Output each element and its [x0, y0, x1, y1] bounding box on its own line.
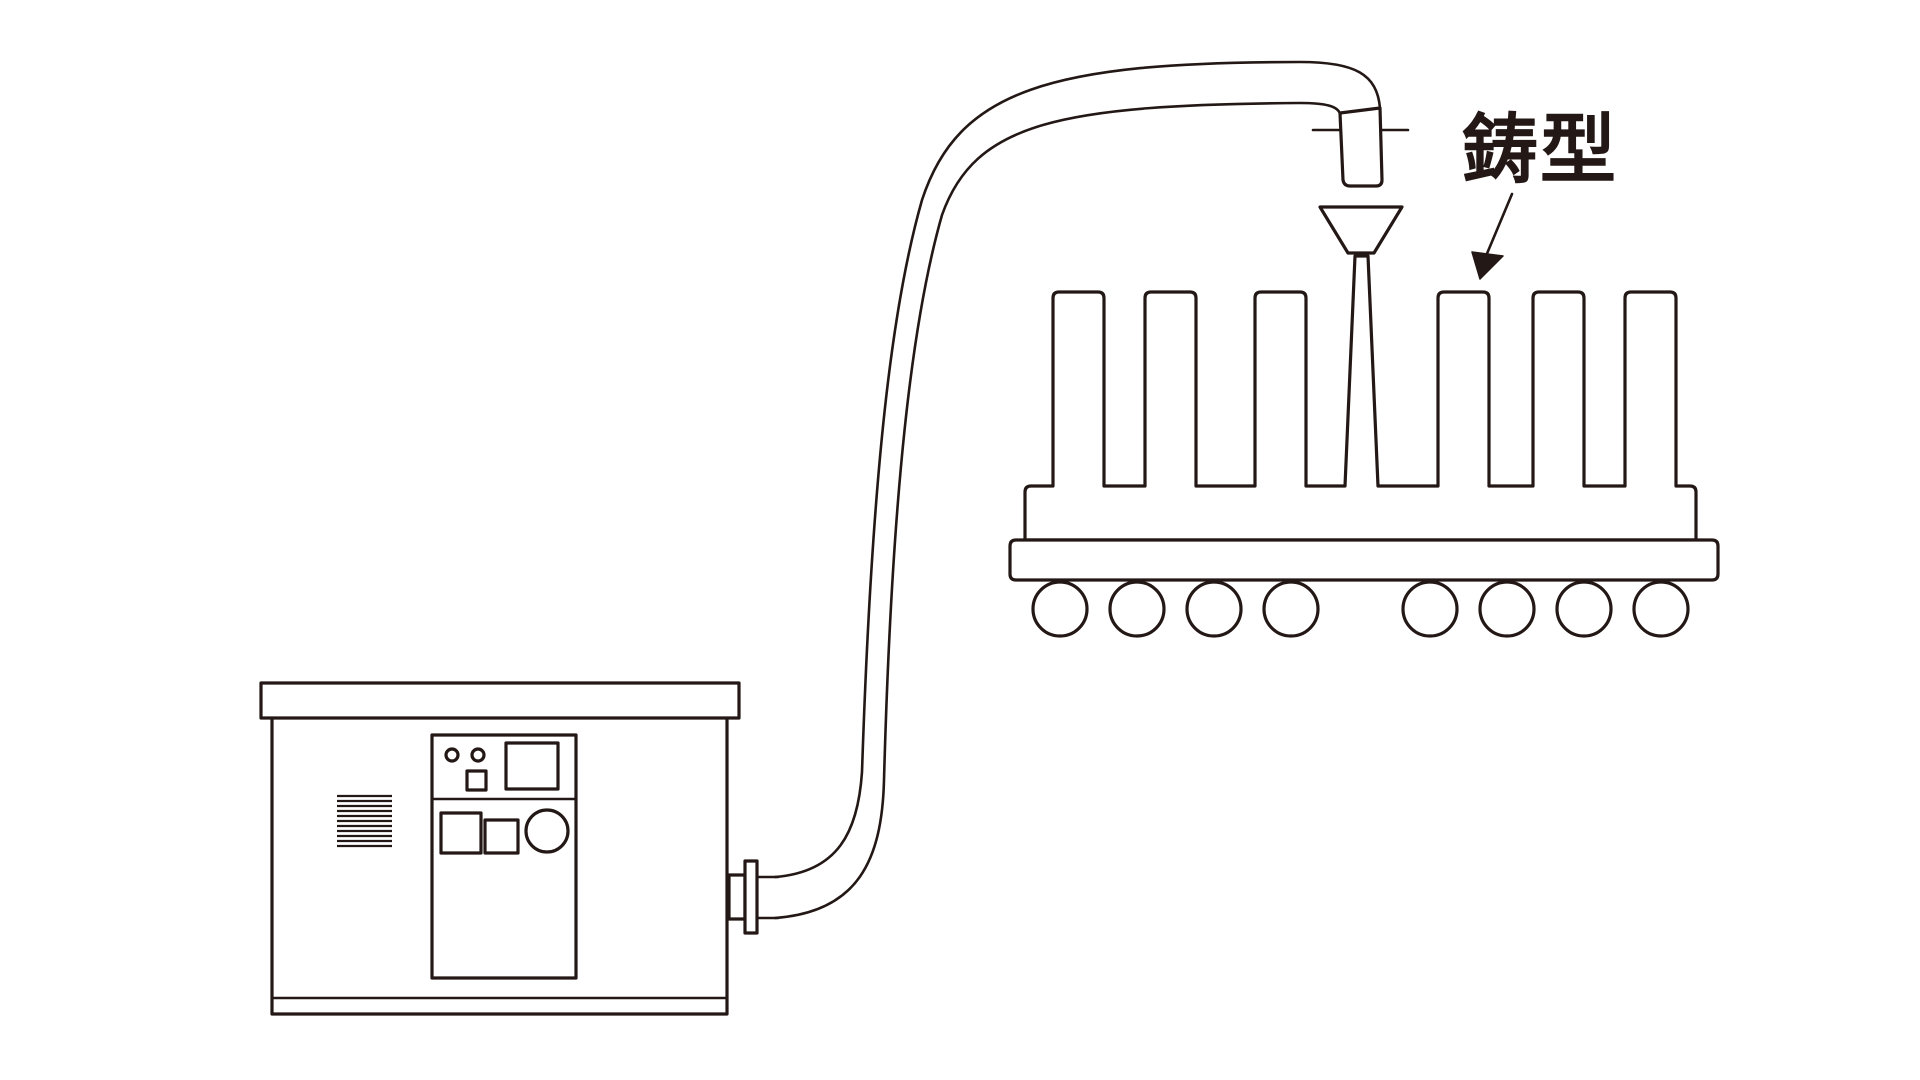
mold-car — [1008, 538, 1720, 638]
wheel — [1478, 580, 1536, 638]
wheel — [1262, 580, 1320, 638]
furnace-lid — [259, 681, 741, 720]
pipe-flange — [727, 859, 780, 935]
wheel — [1031, 580, 1089, 638]
spout-nozzle — [1338, 106, 1384, 188]
mold-label-arrow — [1471, 192, 1514, 280]
wheel — [1555, 580, 1613, 638]
control-box — [439, 811, 483, 855]
pouring-spout — [1311, 106, 1410, 188]
flange-collar — [727, 873, 747, 921]
wheel — [1108, 580, 1166, 638]
arrow-head — [1471, 251, 1504, 280]
pouring-funnel — [1318, 205, 1404, 255]
transfer-pipe — [773, 60, 1382, 920]
wheel — [1401, 580, 1459, 638]
control-dial — [524, 808, 570, 854]
small-switch — [465, 769, 488, 792]
furnace-unit — [259, 681, 780, 1016]
wheel — [1632, 580, 1690, 638]
mold-body — [1023, 254, 1698, 542]
mold-car-platform — [1008, 538, 1720, 582]
mold-label: 鋳型 — [1462, 105, 1618, 194]
mold — [1023, 254, 1698, 542]
wheel — [1185, 580, 1243, 638]
flange-plate — [743, 859, 759, 935]
display-screen — [504, 741, 560, 791]
vent-grille — [337, 794, 392, 848]
indicator-lamp — [470, 747, 486, 763]
mold-car-wheels — [1031, 580, 1690, 638]
indicator-lamp — [444, 747, 460, 763]
control-panel — [430, 733, 578, 980]
funnel-cup — [1318, 205, 1404, 255]
control-box — [483, 818, 520, 855]
